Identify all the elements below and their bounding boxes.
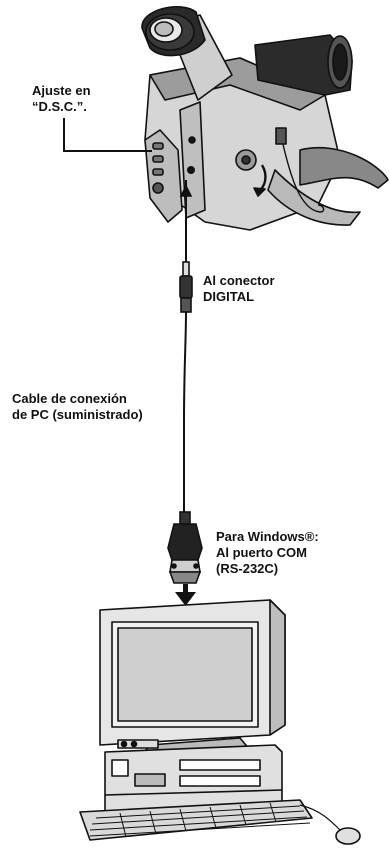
label-pc-cable-line-2: de PC (suministrado)	[12, 407, 143, 422]
label-set-dsc: Ajuste en “D.S.C.”.	[32, 83, 91, 115]
label-set-dsc-line-1: Ajuste en	[32, 83, 91, 98]
rs232c-connector	[167, 511, 203, 584]
label-digital-line-2: DIGITAL	[203, 289, 255, 304]
digital-plug	[179, 180, 193, 313]
label-pc-cable-line-1: Cable de conexión	[12, 391, 127, 406]
label-digital-connector: Al conector DIGITAL	[203, 273, 275, 305]
label-digital-line-1: Al conector	[203, 273, 275, 288]
camcorder	[141, 6, 389, 231]
down-arrow-icon	[175, 584, 196, 606]
label-pc-cable: Cable de conexión de PC (suministrado)	[12, 391, 143, 423]
label-com-line-1: Para Windows®:	[216, 529, 319, 544]
personal-computer	[79, 599, 361, 845]
label-com-line-3: (RS-232C)	[216, 561, 279, 576]
dsc-leader-line	[63, 118, 152, 152]
label-set-dsc-line-2: “D.S.C.”.	[32, 99, 87, 114]
label-com-port: Para Windows®: Al puerto COM (RS-232C)	[216, 529, 319, 577]
label-com-line-2: Al puerto COM	[216, 545, 307, 560]
pc-cable	[183, 311, 187, 512]
